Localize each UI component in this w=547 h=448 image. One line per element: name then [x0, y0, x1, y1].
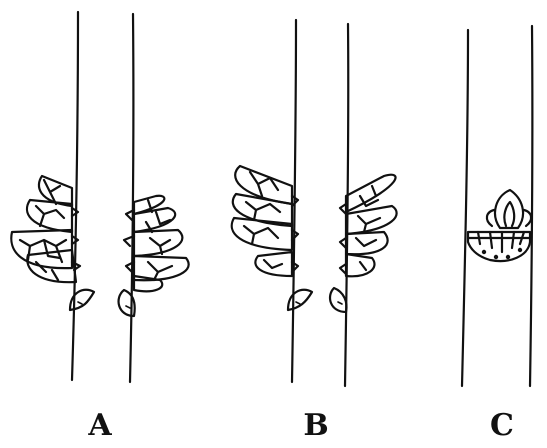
leaf-cluster-b-left [232, 166, 312, 310]
figure-b [232, 20, 397, 386]
leaf-cluster-b-right [330, 175, 397, 312]
figure-label-b: B [296, 408, 336, 443]
dome-b-right [330, 288, 347, 312]
leaf-cluster-a-left [11, 176, 94, 310]
leaf-cluster-a-right [119, 196, 189, 316]
figure-label-c: C [482, 408, 522, 443]
figure-c [462, 26, 532, 386]
figure-a [11, 12, 188, 382]
bud-c [487, 190, 531, 228]
figure-label-a: A [80, 408, 120, 443]
line-c-left [462, 30, 468, 386]
dome-b-left [288, 290, 312, 310]
line-c-right [530, 26, 532, 386]
cup-c [468, 232, 530, 261]
line-a-right [130, 14, 133, 382]
